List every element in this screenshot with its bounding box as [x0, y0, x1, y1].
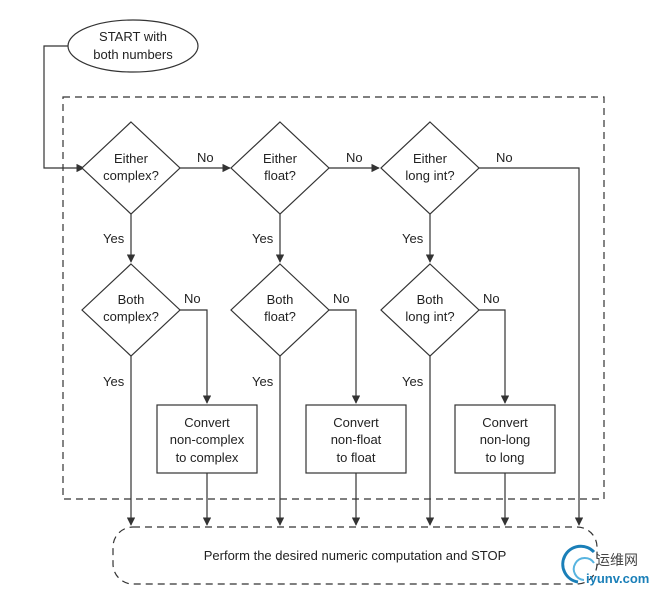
convert-long-line2: non-long	[480, 432, 531, 447]
convert-complex-line1: Convert	[184, 415, 230, 430]
watermark: 运维网 iyunv.com	[561, 544, 649, 586]
either-complex-yes-label: Yes	[103, 231, 125, 246]
either-long-no-label: No	[496, 150, 513, 165]
start-label-line2: both numbers	[93, 47, 173, 62]
convert-long-line1: Convert	[482, 415, 528, 430]
both-long-line2: long int?	[405, 309, 454, 324]
both-long-no-arrow	[479, 309, 510, 404]
either-float-line2: float?	[264, 168, 296, 183]
start-node	[67, 19, 199, 73]
convert-to-complex-box	[156, 404, 258, 474]
either-long-line1: Either	[413, 151, 448, 166]
watermark-logo-inner-icon	[572, 557, 595, 581]
convert-to-float-box	[305, 404, 407, 474]
either-complex-no-label: No	[197, 150, 214, 165]
coercion-region-box	[62, 96, 605, 500]
convert-complex-line2: non-complex	[170, 432, 245, 447]
either-float-line1: Either	[263, 151, 298, 166]
start-connector	[43, 45, 85, 173]
either-long-no-arrow	[479, 167, 584, 526]
both-long-yes-label: Yes	[402, 374, 424, 389]
both-complex-line2: complex?	[103, 309, 159, 324]
both-long-no-label: No	[483, 291, 500, 306]
both-float-yes-label: Yes	[252, 374, 274, 389]
either-float-no-label: No	[346, 150, 363, 165]
convert-complex-line3: to complex	[176, 450, 239, 465]
convert-float-line3: to float	[336, 450, 375, 465]
start-label-line1: START with	[99, 29, 167, 44]
either-long-yes-label: Yes	[402, 231, 424, 246]
both-float-no-label: No	[333, 291, 350, 306]
final-computation-label: Perform the desired numeric computation …	[204, 548, 507, 563]
both-float-line1: Both	[267, 292, 294, 307]
either-float-yes-label: Yes	[252, 231, 274, 246]
convert-float-line1: Convert	[333, 415, 379, 430]
watermark-domain-text: iyunv.com	[586, 571, 649, 586]
both-complex-yes-label: Yes	[103, 374, 125, 389]
either-long-line2: long int?	[405, 168, 454, 183]
both-complex-line1: Both	[118, 292, 145, 307]
final-computation-node	[112, 526, 598, 585]
convert-long-line3: to long	[485, 450, 524, 465]
either-complex-line1: Either	[114, 151, 149, 166]
both-complex-no-label: No	[184, 291, 201, 306]
both-float-no-arrow	[329, 309, 361, 404]
watermark-chinese-text: 运维网	[596, 553, 638, 569]
both-complex-no-arrow	[180, 309, 212, 404]
both-long-line1: Both	[417, 292, 444, 307]
convert-float-line2: non-float	[331, 432, 382, 447]
watermark-logo-icon	[561, 544, 596, 584]
both-float-line2: float?	[264, 309, 296, 324]
either-complex-line2: complex?	[103, 168, 159, 183]
